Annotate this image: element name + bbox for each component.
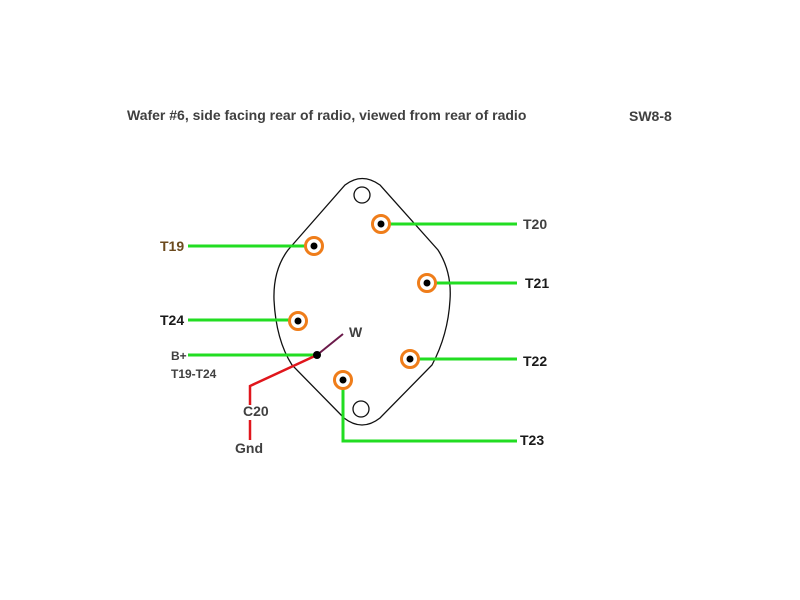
label-bplus: B+: [171, 349, 187, 363]
terminal-t23: [333, 370, 353, 390]
mounting-hole-bottom: [352, 400, 370, 418]
label-t24: T24: [160, 312, 184, 328]
terminal-t24: [288, 311, 308, 331]
terminal-t22: [400, 349, 420, 369]
label-gnd: Gnd: [235, 440, 263, 456]
terminal-t21: [417, 273, 437, 293]
diagram-reference: SW8-8: [629, 108, 672, 124]
label-t19: T19: [160, 238, 184, 254]
label-t20: T20: [523, 216, 547, 232]
terminal-t20: [371, 214, 391, 234]
mounting-hole-top: [353, 186, 371, 204]
wire-red-c20: [248, 353, 318, 405]
label-t21: T21: [525, 275, 549, 291]
label-t22: T22: [523, 353, 547, 369]
label-range: T19-T24: [171, 367, 217, 381]
diagram-title: Wafer #6, side facing rear of radio, vie…: [127, 107, 526, 123]
label-w: W: [349, 324, 363, 340]
wire-w: [316, 333, 344, 356]
lead-t23: [341, 381, 517, 443]
junction-bplus: [313, 351, 321, 359]
label-t23: T23: [520, 432, 544, 448]
terminal-t19: [304, 236, 324, 256]
wafer-outline: [273, 177, 451, 426]
label-c20: C20: [243, 403, 269, 419]
